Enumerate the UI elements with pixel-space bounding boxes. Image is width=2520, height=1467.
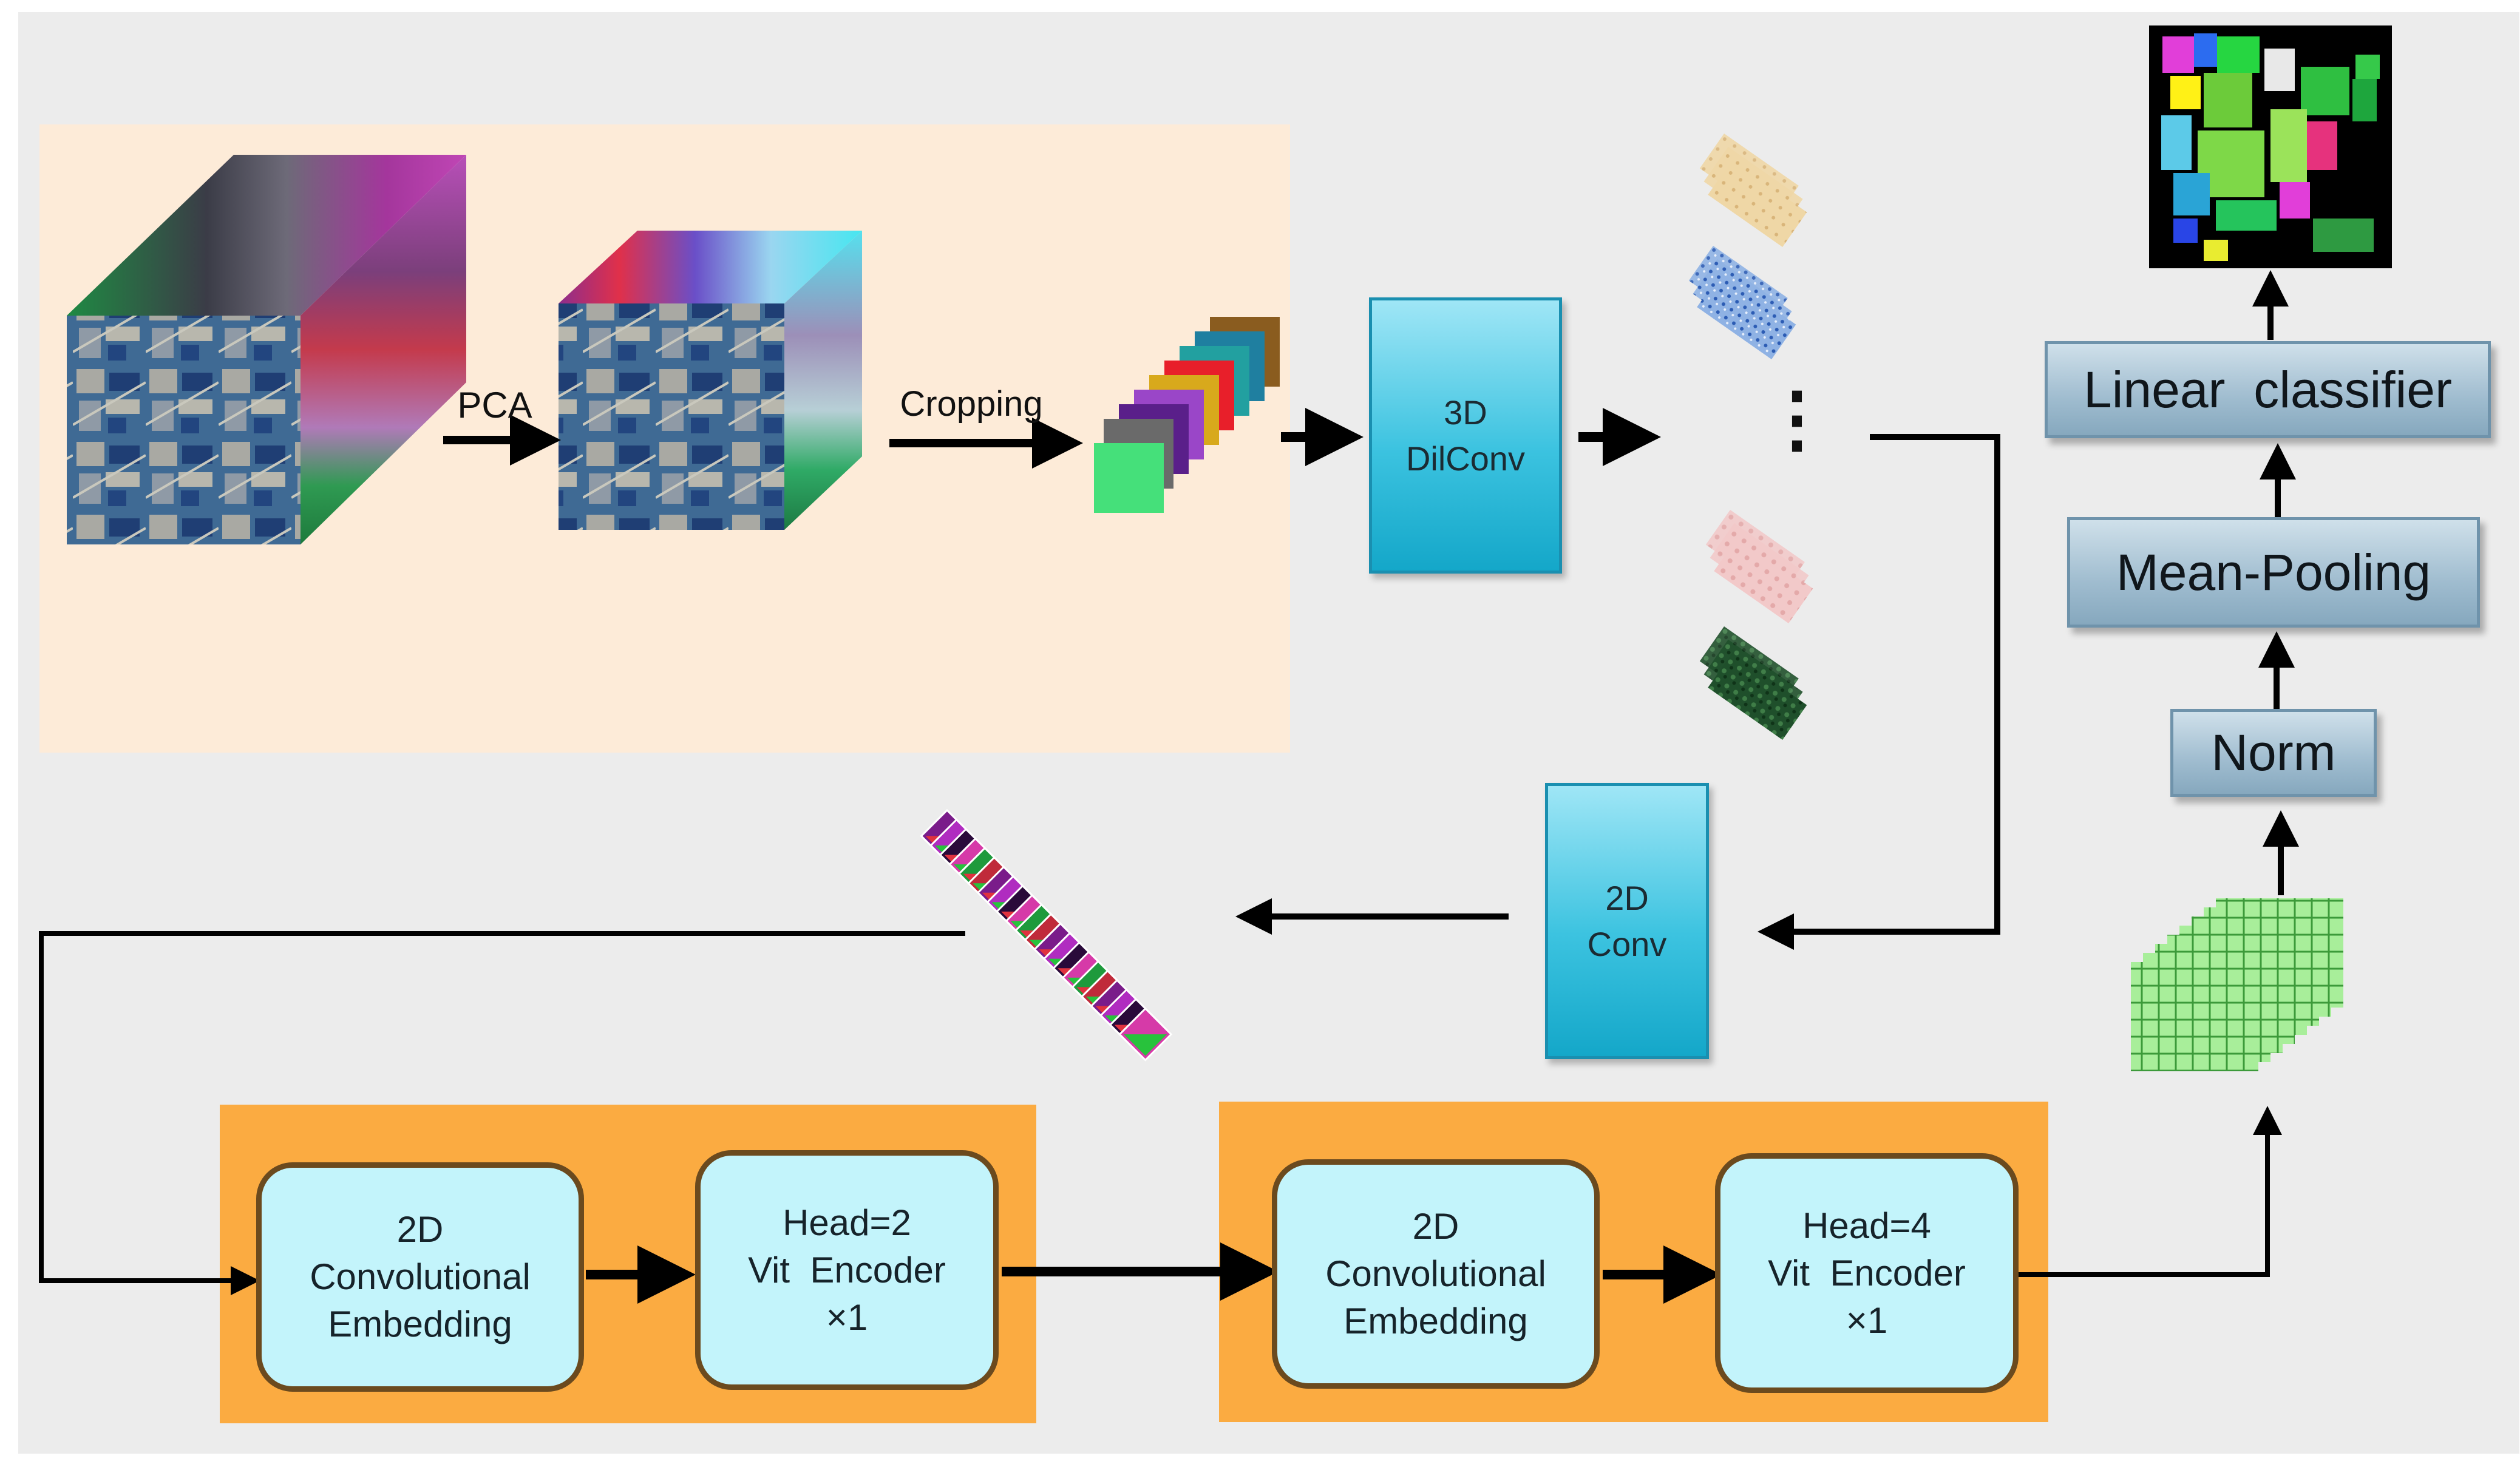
norm-block: Norm [2170,709,2377,797]
hyperspectral-cube-icon [67,155,466,544]
ellipsis-label: ⋮ [1761,378,1833,459]
conv2d-line1: 2D [1605,878,1649,917]
stage2-conv-embedding-block: 2D Convolutional Embedding [1272,1159,1600,1389]
conv2d-line2: Conv [1587,924,1667,963]
token-sequence-icon [920,808,1173,1062]
linear-classifier-label: Linear classifier [2084,361,2452,418]
stage2-embed-line1: 2D [1412,1206,1459,1247]
stage1-embed-line1: 2D [396,1209,444,1250]
conv-2d-block: 2D Conv [1545,783,1709,1059]
stage2-encoder-line3: ×1 [1846,1299,1888,1341]
stage2-encoder-line2: Vit Encoder [1768,1252,1966,1293]
patch-stack-icon [1094,317,1280,513]
stage1-encoder-line1: Head=2 [783,1202,911,1243]
norm-label: Norm [2211,724,2336,781]
stage1-embed-line3: Embedding [328,1304,512,1344]
linear-classifier-block: Linear classifier [2045,341,2491,438]
feature-map-stack-icon [1688,133,1813,740]
dilconv-3d-block: 3D DilConv [1369,297,1562,574]
stage1-vit-encoder-block: Head=2 Vit Encoder ×1 [695,1150,999,1390]
mean-pooling-block: Mean-Pooling [2067,517,2480,628]
cropping-label: Cropping [900,384,1043,424]
pca-label: PCA [457,385,532,425]
stage1-encoder-line2: Vit Encoder [748,1249,946,1290]
stage1-embed-line2: Convolutional [310,1256,531,1297]
token-patch-accent [1124,1034,1167,1056]
stage1-encoder-line3: ×1 [826,1296,868,1338]
stage2-embed-line3: Embedding [1343,1301,1528,1341]
token-patch [1118,1007,1173,1062]
dilconv-line2: DilConv [1405,439,1526,478]
stage1-conv-embedding-block: 2D Convolutional Embedding [256,1162,584,1392]
stage2-embed-line2: Convolutional [1325,1253,1546,1294]
stage2-vit-encoder-block: Head=4 Vit Encoder ×1 [1715,1153,2019,1393]
arrows [39,270,2299,1304]
dilconv-line1: 3D [1444,393,1487,432]
mean-pooling-label: Mean-Pooling [2116,543,2431,601]
reduced-cube-icon [559,231,862,530]
stage2-encoder-line1: Head=4 [1802,1205,1931,1246]
classification-map-icon [2149,25,2392,268]
grid-feature-stack-icon [2131,898,2343,1071]
